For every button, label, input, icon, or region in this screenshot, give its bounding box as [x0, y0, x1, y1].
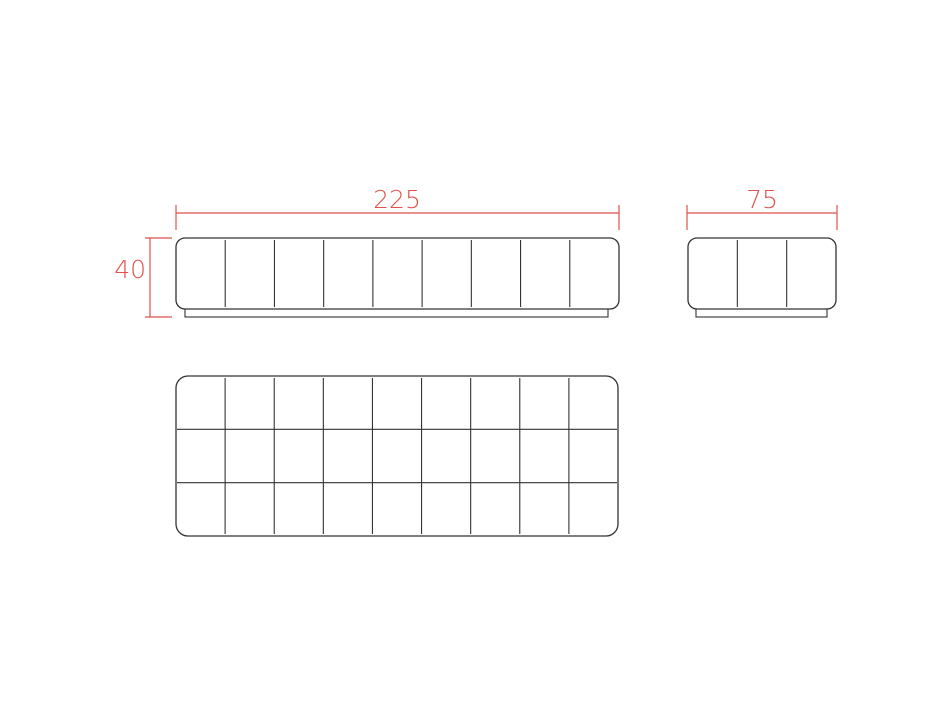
- long-bench-width-label: 225: [373, 185, 421, 214]
- long-bench-width-dimension: 225: [175, 185, 620, 230]
- bench-body: [687, 237, 837, 310]
- cushion-row-seams: [177, 428, 617, 484]
- height-label: 40: [114, 255, 146, 284]
- cushion-column-seams: [224, 378, 570, 534]
- bench-top-outline: [175, 375, 619, 537]
- short-bench-width-label: 75: [746, 185, 778, 214]
- long-bench-front-view: [175, 237, 620, 318]
- bench-body: [175, 237, 620, 310]
- cushion-seams: [224, 240, 571, 307]
- short-bench-front-view: [687, 237, 837, 318]
- long-bench-top-view: [175, 375, 619, 537]
- cushion-seams: [736, 240, 788, 307]
- short-bench-width-dimension: 75: [686, 185, 838, 230]
- height-dimension: 40: [114, 237, 172, 318]
